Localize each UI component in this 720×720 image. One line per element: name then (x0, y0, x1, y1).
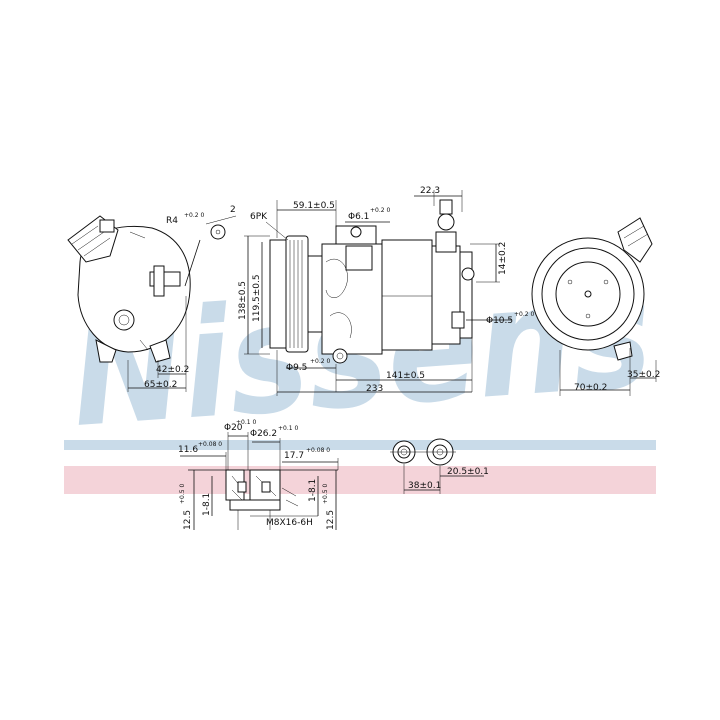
compressor-front-view (67, 215, 226, 363)
label-dim-10-5: Φ10.5 (486, 316, 513, 326)
rear-view-dimensions: 70±0.2 35±0.2 (559, 348, 660, 396)
compressor-side-view (269, 199, 475, 364)
label-dim-20-5: 20.5±0.1 (447, 467, 489, 477)
label-dim-35: 35±0.2 (627, 370, 660, 380)
label-r4-tol: +0.2 0 (184, 212, 204, 219)
label-dim-12-5b-tol: +0.5 0 (322, 484, 329, 504)
label-dim-26-2: Φ26.2 (250, 429, 277, 439)
port-dimensions: 38±0.1 20.5±0.1 (403, 464, 489, 494)
label-dim-38: 38±0.1 (408, 481, 441, 491)
label-dim-17-7-tol: +0.08 0 (306, 447, 330, 454)
fitting-dimensions: 11.6 +0.08 0 Φ20 +0.1 0 Φ26.2 +0.1 0 17.… (178, 419, 339, 530)
label-dim-11-6-tol: +0.08 0 (198, 441, 222, 448)
side-view-dimensions: 59.1±0.5 6PK Φ6.1 +0.2 0 22.3 138±0.5 11… (238, 186, 534, 396)
label-dim-12-5a-tol: +0.5 0 (179, 484, 186, 504)
label-dim-233: 233 (366, 384, 383, 394)
label-dim-42: 42±0.2 (156, 365, 189, 375)
label-dim-1-8a: 1-8.1 (202, 493, 212, 516)
label-dim-6-1: Φ6.1 (348, 212, 369, 222)
compressor-rear-view (531, 217, 653, 361)
label-r4: R4 (166, 216, 178, 226)
label-dim-22-3: 22.3 (420, 186, 440, 196)
label-belt: 6PK (250, 212, 268, 222)
label-thread: M8X16-6H (266, 518, 313, 528)
label-dim-119: 119.5±0.5 (252, 274, 262, 322)
label-dim-10-5-tol: +0.2 0 (514, 311, 534, 318)
label-dim-1-8b: 1-8.1 (308, 479, 318, 502)
label-dim-20-tol: +0.1 0 (236, 419, 256, 426)
label-dim-14: 14±0.2 (498, 242, 508, 275)
label-dim-9-5: Φ9.5 (286, 363, 307, 373)
blue-band (64, 440, 656, 450)
label-dim-141: 141±0.5 (386, 371, 425, 381)
label-dim-9-5-tol: +0.2 0 (310, 358, 330, 365)
label-dim-20: Φ20 (224, 423, 243, 433)
label-dim-26-2-tol: +0.1 0 (278, 425, 298, 432)
label-dim-12-5a: 12.5 (183, 510, 193, 530)
label-dim-6-1-tol: +0.2 0 (370, 207, 390, 214)
label-dim-17-7: 17.7 (284, 451, 304, 461)
label-dim-11-6: 11.6 (178, 445, 198, 455)
label-dim-70: 70±0.2 (574, 383, 607, 393)
label-dim-12-5b: 12.5 (326, 510, 336, 530)
port-detail (390, 438, 456, 466)
label-dim-138: 138±0.5 (238, 281, 248, 320)
label-dim-59: 59.1±0.5 (293, 201, 335, 211)
pink-band (64, 466, 656, 494)
label-dim-65: 65±0.2 (144, 380, 177, 390)
label-2: 2 (230, 205, 236, 215)
fitting-detail (188, 469, 338, 530)
front-view-dimensions: R4 +0.2 0 2 42±0.2 65±0.2 (127, 205, 237, 392)
